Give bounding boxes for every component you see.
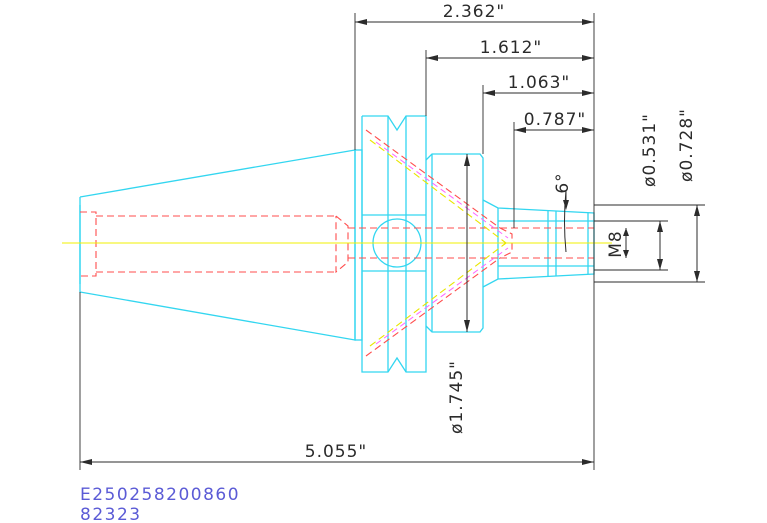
arrow — [582, 127, 594, 133]
arrow — [464, 154, 470, 166]
dim-text-0787: 0.787" — [524, 110, 587, 130]
part-code: 82323 — [80, 505, 142, 523]
dim-text-0728: ø0.728" — [677, 108, 697, 182]
dim-text-m8: M8 — [606, 230, 626, 257]
arrow — [563, 200, 569, 210]
arrow — [694, 205, 700, 216]
dim-text-0531: ø0.531" — [640, 113, 660, 187]
v-flange — [361, 115, 427, 373]
holder-outline — [79, 115, 595, 373]
dimension-lines — [79, 13, 705, 470]
hidden-bore-cone — [335, 215, 349, 274]
arrow — [623, 250, 629, 258]
coolant-line-bottom-b — [375, 247, 509, 345]
dim-text-1063: 1.063" — [508, 73, 571, 93]
dim-text-1745: ø1.745" — [447, 360, 467, 434]
arrow — [426, 55, 438, 61]
arrow — [355, 19, 367, 25]
dim-text-angle: 6° — [553, 172, 573, 193]
dimension-texts: 2.362" 1.612" 1.063" 0.787" 5.055" 6° ø0… — [305, 2, 697, 462]
notes: E250258200860 82323 — [80, 485, 240, 523]
arrow — [582, 459, 594, 465]
flange-left — [354, 149, 363, 341]
arrow — [483, 90, 495, 96]
arrow — [80, 459, 92, 465]
hidden-lines — [80, 129, 594, 357]
center-lines — [62, 139, 612, 347]
part-number: E250258200860 — [80, 485, 240, 505]
dim-text-2362: 2.362" — [443, 2, 506, 22]
arrow — [657, 221, 663, 232]
coolant-line-bottom — [369, 242, 507, 347]
arrow — [514, 127, 526, 133]
dim-text-1612: 1.612" — [480, 38, 543, 58]
coolant-line-top-b — [375, 141, 509, 239]
taper-body — [79, 149, 356, 341]
arrow — [464, 320, 470, 332]
arrow — [657, 259, 663, 270]
arrow — [582, 55, 594, 61]
arrow — [582, 19, 594, 25]
arrow — [623, 228, 629, 236]
hidden-bore-end — [80, 211, 97, 277]
arrow — [694, 271, 700, 282]
hidden-angled-top — [365, 129, 501, 229]
dim-text-5055: 5.055" — [305, 442, 368, 462]
coolant-line-top — [369, 139, 507, 244]
arrow — [582, 90, 594, 96]
hidden-angled-bottom — [365, 257, 501, 357]
